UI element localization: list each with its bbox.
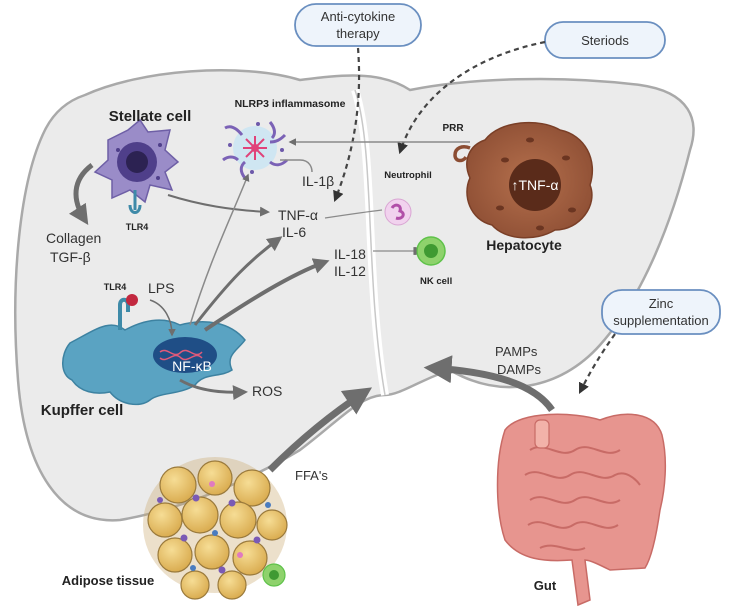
zinc-supplementation-pill: Zinc supplementation bbox=[601, 289, 721, 335]
prr-receptor bbox=[453, 145, 471, 163]
il18-label: IL-18 bbox=[334, 246, 366, 262]
il6-label: IL-6 bbox=[282, 224, 306, 240]
adipose-to-liver-arrow bbox=[267, 387, 373, 473]
hepatocyte-cell bbox=[466, 121, 594, 239]
stellate-to-collagen-arrow bbox=[68, 163, 94, 226]
steroids-label: Steriods bbox=[581, 33, 629, 48]
nlrp3-to-il1b-line bbox=[280, 159, 313, 173]
tlr4-stellate-label: TLR4 bbox=[126, 222, 149, 232]
gut-to-liver-arrow bbox=[423, 355, 555, 413]
nfkb-label: NF-κB bbox=[172, 358, 212, 374]
gut-label: Gut bbox=[534, 578, 557, 593]
nfkb-to-il18-arrow bbox=[203, 258, 330, 332]
il1b-label: IL-1β bbox=[302, 173, 334, 189]
ros-label: ROS bbox=[252, 383, 282, 399]
steroids-pill: Steriods bbox=[544, 21, 666, 59]
ffas-label: FFA's bbox=[295, 468, 328, 483]
zinc-line1: Zinc bbox=[649, 296, 674, 311]
damps-label: DAMPs bbox=[497, 362, 542, 377]
nfkb-to-nlrp3-arrow bbox=[189, 173, 250, 326]
gut bbox=[496, 413, 667, 607]
falciform-ligament-edge bbox=[354, 89, 386, 396]
nfkb-to-tnf-arrow bbox=[193, 236, 283, 326]
adipose-tissue-label: Adipose tissue bbox=[62, 573, 154, 588]
tlr4-receptor-kupffer bbox=[118, 294, 138, 330]
anti-cytokine-line1: Anti-cytokine bbox=[321, 9, 395, 24]
hepatocyte-label: Hepatocyte bbox=[486, 237, 562, 253]
neutrophil-label: Neutrophil bbox=[384, 170, 432, 181]
anti-cytokine-line2: therapy bbox=[336, 26, 380, 41]
stellate-cell-label: Stellate cell bbox=[109, 108, 192, 125]
tlr4-receptor-stellate bbox=[128, 190, 142, 214]
zinc-line2: supplementation bbox=[613, 313, 708, 328]
kupffer-cell-label: Kupffer cell bbox=[41, 402, 124, 419]
tnfa-label: TNF-α bbox=[278, 207, 318, 223]
il12-label: IL-12 bbox=[334, 263, 366, 279]
stellate-to-tnf-arrow bbox=[167, 194, 270, 217]
neutrophil-cell bbox=[384, 198, 412, 226]
tnf-to-neutrophil-line bbox=[324, 209, 383, 219]
stellate-cell bbox=[93, 118, 180, 204]
nk-cell bbox=[416, 236, 446, 266]
nlrp3-inflammasome bbox=[222, 121, 289, 179]
collagen-label: Collagen bbox=[46, 230, 101, 246]
tlr4-kupffer-label: TLR4 bbox=[104, 282, 127, 292]
lps-to-nfkb-arrow bbox=[149, 299, 176, 337]
hepatocyte-tnf-label: ↑TNF-α bbox=[512, 177, 559, 193]
adipose-tissue bbox=[143, 457, 288, 600]
tgfb-label: TGF-β bbox=[50, 249, 91, 265]
nk-cell-label: NK cell bbox=[420, 276, 452, 287]
nfkb-to-ros-arrow bbox=[179, 378, 248, 401]
kupffer-cell bbox=[62, 319, 246, 406]
anti-cytokine-dashed-arrow bbox=[333, 47, 361, 203]
nlrp3-label: NLRP3 inflammasome bbox=[235, 98, 346, 110]
prr-label: PRR bbox=[442, 123, 464, 134]
anti-cytokine-therapy-pill: Anti-cytokine therapy bbox=[294, 3, 422, 47]
pamps-label: PAMPs bbox=[495, 344, 538, 359]
lps-label: LPS bbox=[148, 280, 174, 296]
